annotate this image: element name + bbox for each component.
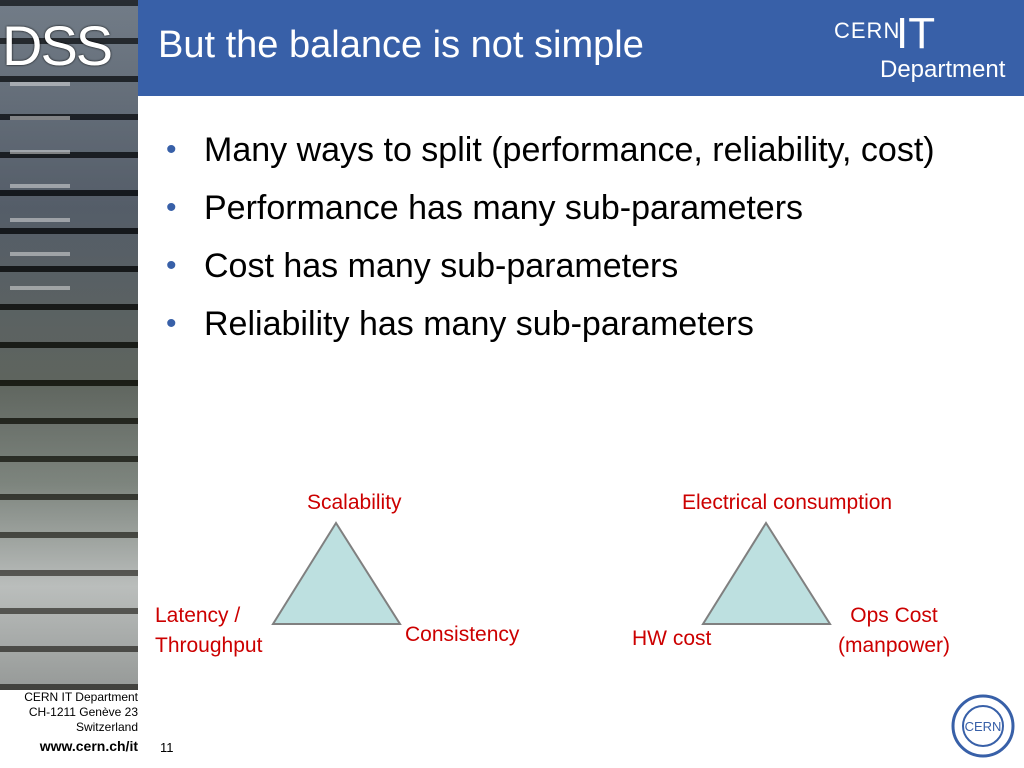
- page-number: 11: [160, 740, 174, 755]
- label-consistency: Consistency: [405, 623, 520, 646]
- performance-triangle: [271, 521, 402, 625]
- label-ops-cost: Ops Cost (manpower): [837, 604, 951, 657]
- bullet-icon: •: [166, 191, 177, 224]
- footer-link[interactable]: www.cern.ch/it: [39, 738, 138, 754]
- label-latency-throughput: Latency / Throughput: [155, 604, 263, 657]
- cern-it-logo: CERN IT Department: [818, 9, 1018, 84]
- label-scalability: Scalability: [307, 491, 402, 514]
- logo-it-text: IT: [896, 9, 936, 58]
- bullet-item: •Cost has many sub-parameters: [166, 244, 996, 288]
- cern-seal-icon: CERN: [951, 694, 1015, 758]
- logo-department-text: Department: [880, 56, 1006, 83]
- bullet-icon: •: [166, 249, 177, 282]
- label-hw-cost: HW cost: [632, 627, 712, 650]
- bullet-item: •Performance has many sub-parameters: [166, 186, 996, 230]
- bullet-item: •Reliability has many sub-parameters: [166, 302, 996, 346]
- bullet-item: •Many ways to split (performance, reliab…: [166, 128, 996, 172]
- rack-drive-bays: [10, 80, 70, 320]
- logo-cern-text: CERN: [834, 18, 901, 43]
- section-tag: DSS: [2, 14, 113, 77]
- bullet-icon: •: [166, 133, 177, 166]
- label-electrical-consumption: Electrical consumption: [682, 491, 893, 514]
- cost-triangle: [701, 521, 832, 625]
- bullet-list: •Many ways to split (performance, reliab…: [166, 128, 996, 360]
- seal-text: CERN: [965, 719, 1002, 734]
- title-bar: But the balance is not simple CERN IT De…: [138, 0, 1024, 96]
- bullet-icon: •: [166, 307, 177, 340]
- slide-title: But the balance is not simple: [158, 24, 644, 66]
- server-rack-photo: [0, 0, 138, 690]
- footer-address: CERN IT Department CH-1211 Genève 23 Swi…: [0, 690, 138, 754]
